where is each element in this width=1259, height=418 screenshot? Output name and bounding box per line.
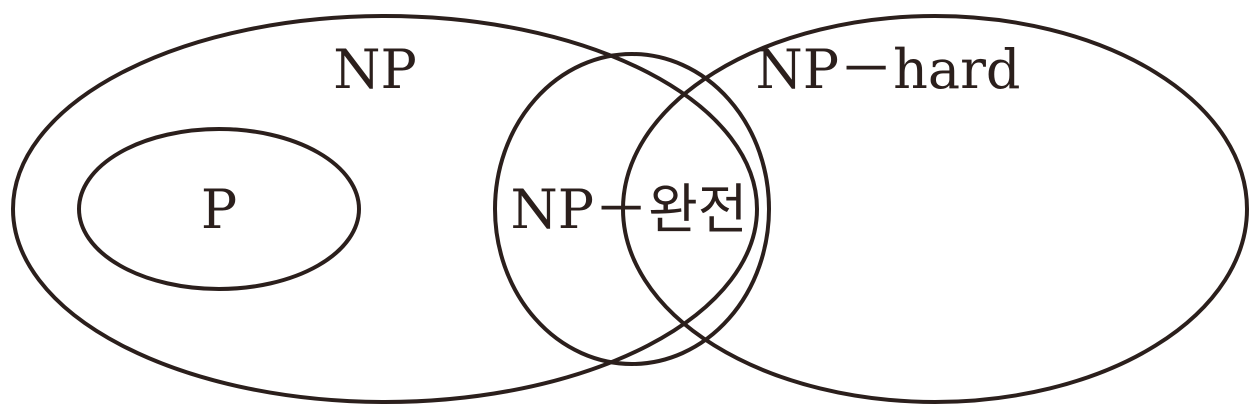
np-set-ellipse xyxy=(11,14,759,404)
np-complete-set-ellipse xyxy=(493,52,771,366)
p-set-ellipse xyxy=(77,127,361,291)
np-hard-set-label: NP－hard xyxy=(756,38,1021,101)
np-set-label: NP xyxy=(333,38,417,101)
np-hard-set-ellipse xyxy=(621,14,1249,404)
np-complete-set-label: NP－완전 xyxy=(511,178,748,241)
p-set-label: P xyxy=(201,178,237,241)
